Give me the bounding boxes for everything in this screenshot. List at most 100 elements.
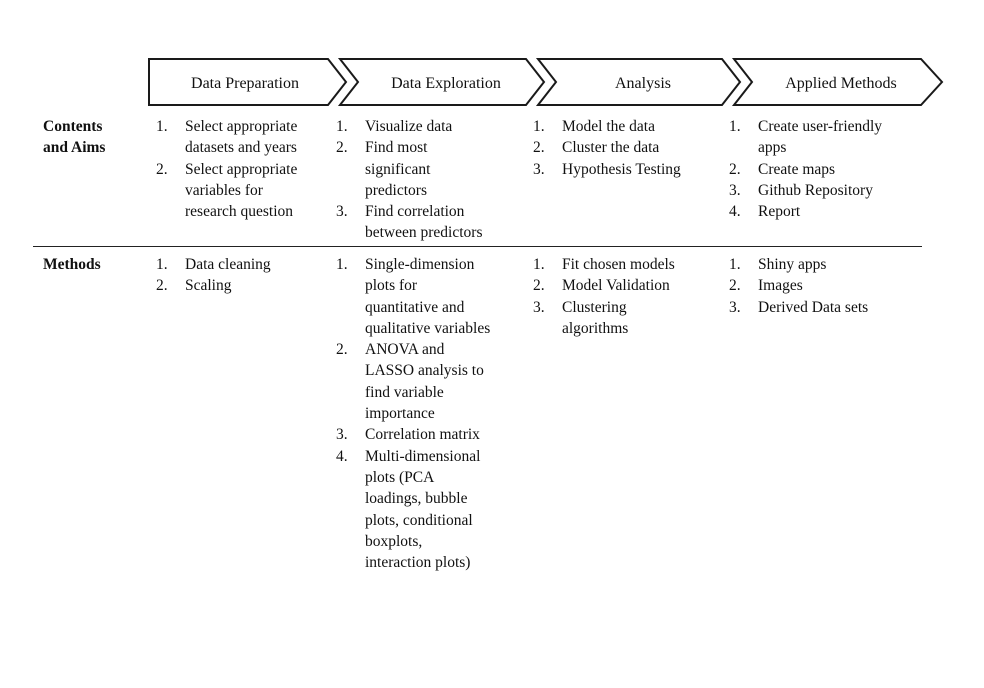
list-item-text: Visualize data [365,118,453,135]
phase-chevrons: Data Preparation Data Exploration Analys… [148,58,944,106]
list-item-number: 1. [336,256,348,273]
list-item: 3. Correlation matrix [336,424,526,445]
list-item-number: 3. [336,203,348,221]
list-item-number: 2. [336,341,348,359]
list-item-text: Github Repository [758,181,873,199]
list-item-text: predictors [365,181,427,199]
cell-methods-data-preparation: 1. Data cleaning 2. Scaling [156,254,331,297]
cell-methods-applied-methods: 1. Shiny apps 2. Images 3.Derived Data sets [729,254,929,318]
cell-contents-and-aims-data-preparation: 1. Select appropriate datasets and years 2.… [156,116,331,222]
list-item: 1. Select appropriate datasets and years [156,116,331,159]
list-item-number: 4. [336,447,348,465]
row-label-line: Contents [43,118,103,135]
list-item: 1. Shiny apps [729,254,929,275]
phase-chevron-data-preparation [148,58,348,106]
list-item-text: loadings, bubble [365,490,468,508]
list-item-text: Scaling [185,277,232,295]
list-item-text: Fit chosen models [562,256,675,273]
list-item-number: 1. [533,118,545,135]
list-item-text: Multi-dimensional [365,447,481,465]
list-item-text: qualitative variables [365,319,491,337]
list-item-text: Select appropriate [185,160,298,178]
list-item-number: 3. [729,181,741,199]
phase-chevron-analysis [535,58,742,106]
list-item-text: interaction plots) [365,554,471,572]
list-item-number: 2. [729,160,741,178]
list-item: 1. Model the data [533,116,723,137]
row-label-methods: Methods [43,254,143,275]
list-item-number: 1. [336,118,348,135]
list-item-text: plots (PCA [365,468,435,486]
list-item: 1. Single-dimension plots for quantitative … [336,254,526,339]
cell-methods-analysis: 1. Fit chosen models 2. Model Validation 3. C… [533,254,723,339]
list-item-text: algorithms [562,319,629,337]
list-item-text: Select appropriate [185,118,298,135]
list-item: 2. Model Validation [533,275,723,296]
row-divider [33,246,922,247]
list-item-text: Model the data [562,118,655,135]
list-item-text: Model Validation [562,277,670,295]
list-item-number: 3. [533,160,545,178]
list-item-text: Hypothesis Testing [562,160,681,178]
row-label-line: and Aims [43,139,106,156]
list-item-text: Shiny apps [758,256,827,273]
list-item: 1. Visualize data [336,116,526,137]
list-item-number: 1. [156,256,168,273]
list-item: 2. Create maps [729,159,929,180]
list-item-text: Data cleaning [185,256,271,273]
list-item-text: importance [365,405,435,423]
list-item-text: Find correlation [365,203,465,221]
list-item: 4. Multi-dimensional plots (PCA loadings, b… [336,446,526,574]
list-item-text: Cluster the data [562,139,660,157]
list-item-number: 3. [336,426,348,444]
list-item-number: 2. [729,277,741,295]
list-item: 3. Find correlation between predictors [336,201,526,244]
list-item-text: Create user-friendly [758,118,883,135]
list-item-text: ANOVA and [365,341,445,359]
list-item-text: between predictors [365,224,483,242]
list-item-text: LASSO analysis to [365,362,484,380]
list-item-text: Single-dimension [365,256,475,273]
row-label-line: Methods [43,256,101,273]
list-item: 1. Create user-friendly apps [729,116,929,159]
list-item-text: apps [758,139,787,157]
list-item-text: research question [185,203,294,221]
list-item-text: datasets and years [185,139,297,157]
list-item-number: 2. [533,277,545,295]
list-item: 2. Cluster the data [533,137,723,158]
list-item-number: 2. [336,139,348,157]
list-item: 3.Derived Data sets [729,297,929,318]
list-item: 1. Fit chosen models [533,254,723,275]
list-item-number: 1. [533,256,545,273]
phase-chevron-applied-methods [731,58,944,106]
list-item-text: Create maps [758,160,836,178]
list-item-text: plots for [365,277,418,295]
phase-label-data-preparation: Data Preparation [191,75,299,92]
list-item-number: 1. [729,256,741,273]
list-item: 1. Data cleaning [156,254,331,275]
phase-label-data-exploration: Data Exploration [391,75,501,92]
phase-label-applied-methods: Applied Methods [785,75,897,92]
list-item-text: significant [365,160,431,178]
list-item-number: 2. [156,277,168,295]
list-item-text: Images [758,277,803,295]
list-item-number: 1. [729,118,741,135]
list-item-text: Clustering [562,298,627,316]
phase-chevron-data-exploration [337,58,546,106]
list-item-number: 2. [533,139,545,157]
list-item: 3. Hypothesis Testing [533,159,723,180]
list-item: 2. Images [729,275,929,296]
list-item-number: 4. [729,203,741,221]
list-item-text: boxplots, [365,532,423,550]
cell-contents-and-aims-applied-methods: 1. Create user-friendly apps 2. Create maps 3… [729,116,929,222]
list-item: 3. Github Repository [729,180,929,201]
list-item-number: 1. [156,118,168,135]
list-item-number: 3. [533,298,545,316]
list-item-text: quantitative and [365,298,465,316]
list-item-text: Report [758,203,801,221]
list-item-text: Correlation matrix [365,426,480,444]
